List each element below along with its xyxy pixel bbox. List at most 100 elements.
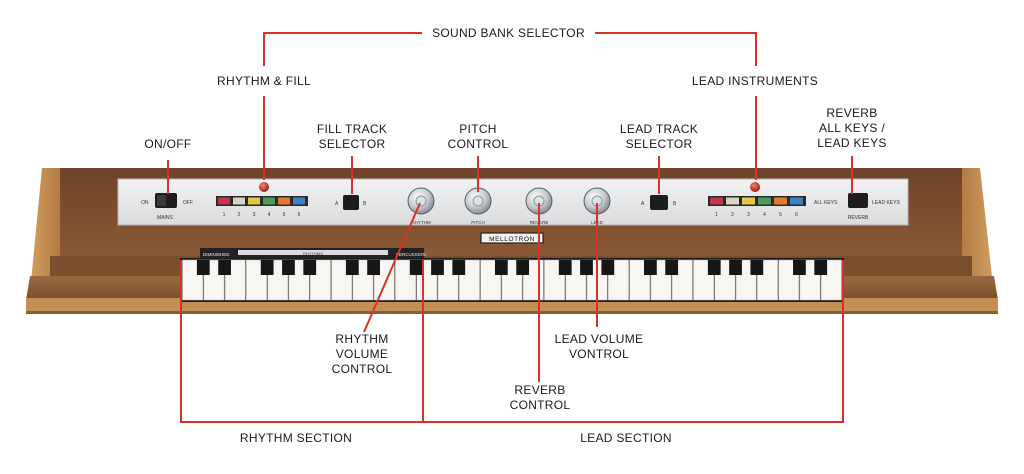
black-key[interactable] — [558, 260, 572, 275]
sound-bank-bracket-right — [755, 32, 757, 66]
label-lead-instruments: LEAD INSTRUMENTS — [691, 74, 819, 88]
label-reverb-keys-line-2: ALL KEYS / — [819, 121, 885, 135]
bank-button-2[interactable] — [726, 197, 739, 205]
label-reverb-keys-line-3: LEAD KEYS — [817, 136, 887, 150]
label-sound-bank-selector: SOUND BANK SELECTOR — [432, 26, 585, 40]
black-key[interactable] — [409, 260, 423, 275]
bank-number-1: 1 — [223, 212, 226, 218]
label-rhythm-section: RHYTHM SECTION — [239, 431, 353, 445]
bank-number-6: 6 — [298, 212, 301, 218]
lead-bank-housing — [708, 196, 806, 206]
black-key[interactable] — [580, 260, 593, 275]
label-reverb-control-line-1: REVERB — [514, 383, 566, 397]
bank-number-2: 2 — [238, 212, 241, 218]
sound-bank-bracket-top-right — [595, 32, 757, 34]
bank-number-3: 3 — [747, 212, 750, 218]
label-pitch-line-2: CONTROL — [447, 137, 509, 151]
label-lead-volume-control: LEAD VOLUME VONTROL — [549, 332, 649, 362]
pitch-line — [477, 156, 479, 192]
bank-button-4[interactable] — [758, 197, 771, 205]
label-reverb-keys: REVERB ALL KEYS / LEAD KEYS — [806, 106, 898, 151]
label-rhythm-volume-control: RHYTHM VOLUME CONTROL — [318, 332, 406, 377]
reverb-keys-switch[interactable] — [848, 193, 868, 208]
black-key[interactable] — [814, 260, 828, 275]
bank-button-6[interactable] — [790, 197, 803, 205]
label-lead-section: LEAD SECTION — [580, 431, 672, 445]
brand-name: MELLOTRON — [489, 236, 535, 243]
bank-button-1[interactable] — [218, 197, 230, 205]
black-key[interactable] — [665, 260, 679, 275]
knob-pitch-label: PITCH — [471, 220, 485, 225]
label-lead-track-selector: LEAD TRACK SELECTOR — [609, 122, 709, 152]
bank-number-5: 5 — [779, 212, 782, 218]
bank-button-3[interactable] — [248, 197, 260, 205]
fill-track-line — [351, 156, 353, 194]
black-key[interactable] — [644, 260, 657, 275]
label-pitch-line-1: PITCH — [459, 122, 497, 136]
bank-number-2: 2 — [731, 212, 734, 218]
knob-rhythm-label: RHYTHM — [411, 220, 430, 225]
rhythm-bank-buttons — [218, 197, 305, 205]
bank-number-1: 1 — [715, 212, 718, 218]
bank-button-6[interactable] — [293, 197, 305, 205]
black-key[interactable] — [345, 260, 359, 275]
black-key[interactable] — [452, 260, 466, 275]
bank-button-3[interactable] — [742, 197, 755, 205]
rhythm-indicator-lamp — [259, 182, 269, 192]
rhythm-volume-line — [363, 202, 421, 333]
fill-track-selector-switch[interactable] — [343, 195, 359, 210]
lead-indicator-lamp — [750, 182, 760, 192]
bank-button-1[interactable] — [710, 197, 723, 205]
black-key[interactable] — [196, 260, 210, 275]
strip-percussion-label: PERCUSSION — [396, 252, 426, 257]
black-keys — [196, 260, 828, 275]
bank-button-5[interactable] — [278, 197, 290, 205]
bank-number-5: 5 — [283, 212, 286, 218]
cabinet-front-shadow — [26, 311, 998, 314]
black-key[interactable] — [303, 260, 317, 275]
black-key[interactable] — [218, 260, 231, 275]
lead-section-right — [842, 260, 844, 423]
lead-track-selector-switch[interactable] — [650, 195, 668, 210]
label-fill-track-line-1: FILL TRACK — [316, 122, 388, 136]
black-key[interactable] — [601, 260, 615, 275]
label-lead-track-line-2: SELECTOR — [625, 137, 693, 151]
bank-button-5[interactable] — [774, 197, 787, 205]
bank-number-4: 4 — [268, 212, 271, 218]
black-key[interactable] — [750, 260, 764, 275]
panel-on-label: ON — [141, 200, 149, 206]
panel-reverb-label: REVERB — [848, 215, 869, 221]
black-key[interactable] — [729, 260, 742, 275]
black-key[interactable] — [494, 260, 508, 275]
bank-button-4[interactable] — [263, 197, 275, 205]
black-key[interactable] — [260, 260, 274, 275]
lead-instruments-line — [755, 96, 757, 180]
panel-all-keys-label: ALL KEYS — [814, 200, 838, 206]
label-on-off: ON/OFF — [144, 137, 192, 151]
black-key[interactable] — [282, 260, 295, 275]
label-pitch-control: PITCH CONTROL — [438, 122, 518, 152]
on-off-line — [167, 160, 169, 194]
rhythm-volume-knob[interactable] — [407, 187, 435, 215]
black-key[interactable] — [707, 260, 721, 275]
panel-lead-keys-label: LEAD KEYS — [872, 200, 900, 206]
sound-bank-bracket-left — [263, 32, 265, 66]
black-key[interactable] — [793, 260, 806, 275]
pitch-knob[interactable] — [464, 187, 492, 215]
label-reverb-keys-line-1: REVERB — [826, 106, 878, 120]
panel-mains-label: MAINS — [157, 215, 174, 221]
label-rhythm-volume-line-3: CONTROL — [331, 362, 393, 376]
bank-button-2[interactable] — [233, 197, 245, 205]
black-key[interactable] — [367, 260, 380, 275]
black-key[interactable] — [431, 260, 444, 275]
label-lead-volume-line-1: LEAD VOLUME — [554, 332, 644, 346]
label-fill-track-selector: FILL TRACK SELECTOR — [302, 122, 402, 152]
bank-number-3: 3 — [253, 212, 256, 218]
selector-strip-rhythms — [238, 250, 388, 255]
black-key[interactable] — [516, 260, 530, 275]
section-base-line — [180, 421, 844, 423]
strip-diminished-label: DIMINISHED — [203, 252, 230, 257]
